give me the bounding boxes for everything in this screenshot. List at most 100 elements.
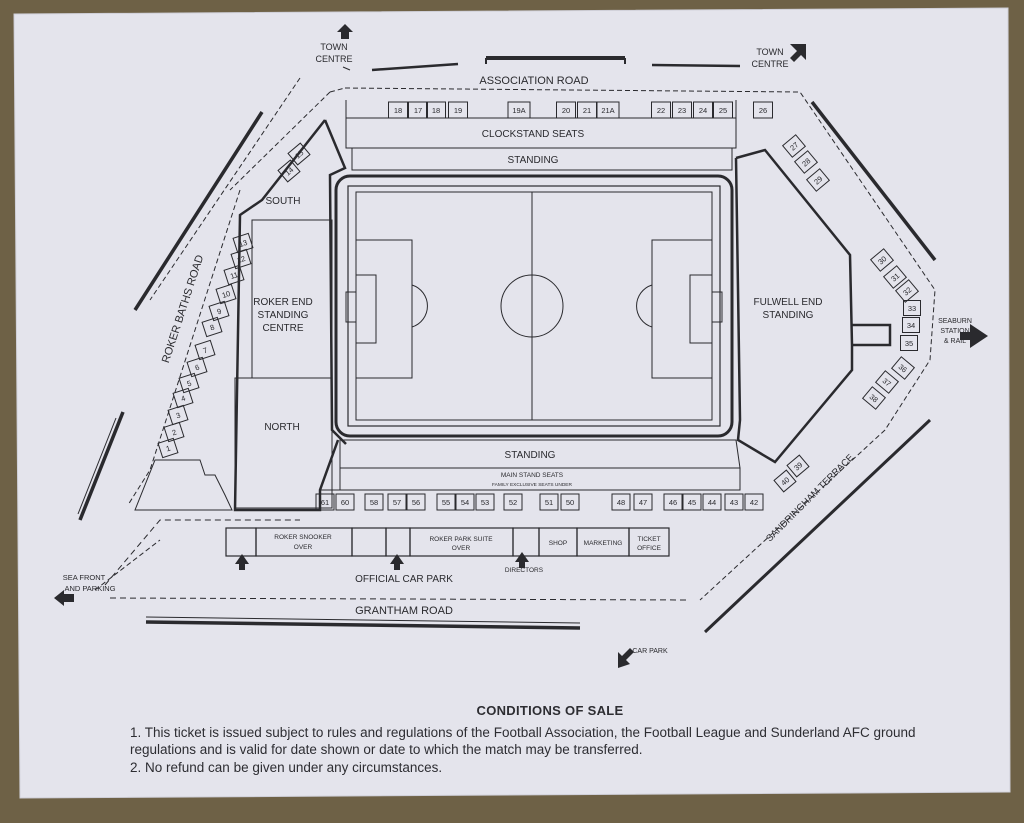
gate-bottom-52: 52: [503, 493, 523, 511]
svg-text:11: 11: [229, 270, 239, 281]
svg-text:17: 17: [414, 106, 422, 115]
svg-text:61: 61: [321, 498, 329, 507]
svg-text:22: 22: [657, 106, 665, 115]
gate-bottom-44: 44: [702, 493, 722, 511]
svg-text:6: 6: [194, 363, 201, 373]
conditions-title: CONDITIONS OF SALE: [476, 703, 624, 718]
svg-text:18: 18: [394, 106, 402, 115]
condition-item-1: 1. This ticket is issued subject to rule…: [130, 725, 916, 757]
svg-text:34: 34: [907, 321, 915, 330]
direction-arrows: [54, 24, 988, 668]
roker-end-l1: ROKER END: [253, 297, 312, 308]
gate-bottom-58: 58: [364, 493, 384, 511]
svg-text:33: 33: [908, 304, 916, 313]
svg-text:10: 10: [221, 289, 232, 300]
gate-bottom-60: 60: [335, 493, 355, 511]
sea-front-l1: SEA FRONT: [63, 573, 106, 582]
grantham-road-label: GRANTHAM ROAD: [355, 605, 453, 617]
gate-right-35: 35: [900, 335, 918, 351]
family-note-label: FAMILY EXCLUSIVE SEATS UNDER: [492, 482, 573, 488]
svg-text:25: 25: [719, 106, 727, 115]
gate-top-20: 20: [556, 101, 576, 119]
gate-left-5: 5: [178, 372, 200, 394]
gate-top-17: 17: [408, 101, 428, 119]
gate-bottom-46: 46: [663, 493, 683, 511]
clockstand-seats-label: CLOCKSTAND SEATS: [482, 129, 585, 140]
gate-bottom-56: 56: [406, 493, 426, 511]
gate-top-24: 24: [693, 101, 713, 119]
town-centre-left-arrow-icon: [337, 24, 353, 39]
gate-left-11: 11: [223, 264, 245, 286]
gate-left-6: 6: [186, 356, 208, 378]
svg-text:1: 1: [165, 444, 172, 454]
svg-text:43: 43: [730, 498, 738, 507]
town-centre-right-arrow-icon: [790, 44, 806, 62]
gate-bottom-51: 51: [539, 493, 559, 511]
svg-text:51: 51: [545, 498, 553, 507]
svg-text:7: 7: [202, 346, 209, 356]
svg-text:58: 58: [370, 498, 378, 507]
fulwell-end-l2: STANDING: [763, 310, 814, 321]
town-centre-right-l1: TOWN: [756, 47, 783, 57]
main-stand-label: MAIN STAND SEATS: [501, 472, 564, 479]
svg-text:23: 23: [678, 106, 686, 115]
seaburn-l1: SEABURN: [938, 318, 972, 325]
official-car-park-label: OFFICIAL CAR PARK: [355, 574, 453, 585]
fulwell-end-l1: FULWELL END: [754, 297, 823, 308]
ticket-paper: [13, 7, 1011, 799]
condition-item-2: 2. No refund can be given under any circ…: [130, 760, 443, 775]
svg-text:35: 35: [905, 339, 913, 348]
gate-left-2: 2: [163, 421, 185, 443]
standing-top-label: STANDING: [508, 155, 559, 166]
svg-text:2: 2: [171, 428, 178, 438]
conditions-of-sale: CONDITIONS OF SALE 1. This ticket is iss…: [130, 703, 960, 777]
roker-snooker-l1: ROKER SNOOKER: [274, 534, 332, 541]
gate-bottom-43: 43: [724, 493, 744, 511]
svg-text:18: 18: [432, 106, 440, 115]
gate-bottom-57: 57: [387, 493, 407, 511]
gate-bottom-61: 61: [315, 493, 335, 511]
directors-label: DIRECTORS: [505, 567, 544, 574]
svg-text:3: 3: [175, 411, 182, 421]
gate-bottom-50: 50: [560, 493, 580, 511]
svg-text:24: 24: [699, 106, 707, 115]
svg-text:50: 50: [566, 498, 574, 507]
svg-text:45: 45: [688, 498, 696, 507]
gate-top-23: 23: [672, 101, 692, 119]
pitch: [334, 174, 734, 438]
svg-text:20: 20: [562, 106, 570, 115]
gate-left-4: 4: [172, 387, 194, 409]
svg-text:53: 53: [481, 498, 489, 507]
north-label: NORTH: [264, 422, 299, 433]
town-centre-left-l1: TOWN: [320, 42, 347, 52]
gate-top-19: 19: [448, 101, 468, 119]
svg-text:52: 52: [509, 498, 517, 507]
seaburn-arrow-icon: [960, 324, 988, 348]
roker-snooker-l2: OVER: [294, 544, 313, 551]
gate-bottom-45: 45: [682, 493, 702, 511]
town-centre-left-l2: CENTRE: [315, 54, 352, 64]
marketing-label: MARKETING: [584, 540, 623, 547]
sea-front-l2: AND PARKING: [64, 584, 115, 593]
svg-text:5: 5: [186, 379, 193, 389]
gate-right-34: 34: [902, 317, 920, 333]
gate-bottom-42: 42: [744, 493, 764, 511]
roker-end-l3: CENTRE: [262, 323, 303, 334]
gate-top-25: 25: [713, 101, 733, 119]
svg-text:56: 56: [412, 498, 420, 507]
gate-bottom-53: 53: [475, 493, 495, 511]
svg-text:12: 12: [236, 254, 247, 265]
gate-left-8: 8: [201, 316, 223, 338]
svg-text:19: 19: [454, 106, 462, 115]
svg-text:21A: 21A: [601, 106, 614, 115]
car-park-arrow-icon: [618, 648, 634, 668]
association-road-label: ASSOCIATION ROAD: [479, 75, 588, 87]
ticket-office-l2: OFFICE: [637, 545, 661, 552]
stadium-outline: [134, 100, 892, 512]
svg-text:48: 48: [617, 498, 625, 507]
ticket-office-l1: TICKET: [637, 536, 660, 543]
svg-text:4: 4: [180, 394, 187, 404]
roker-park-suite-l2: OVER: [452, 545, 471, 552]
